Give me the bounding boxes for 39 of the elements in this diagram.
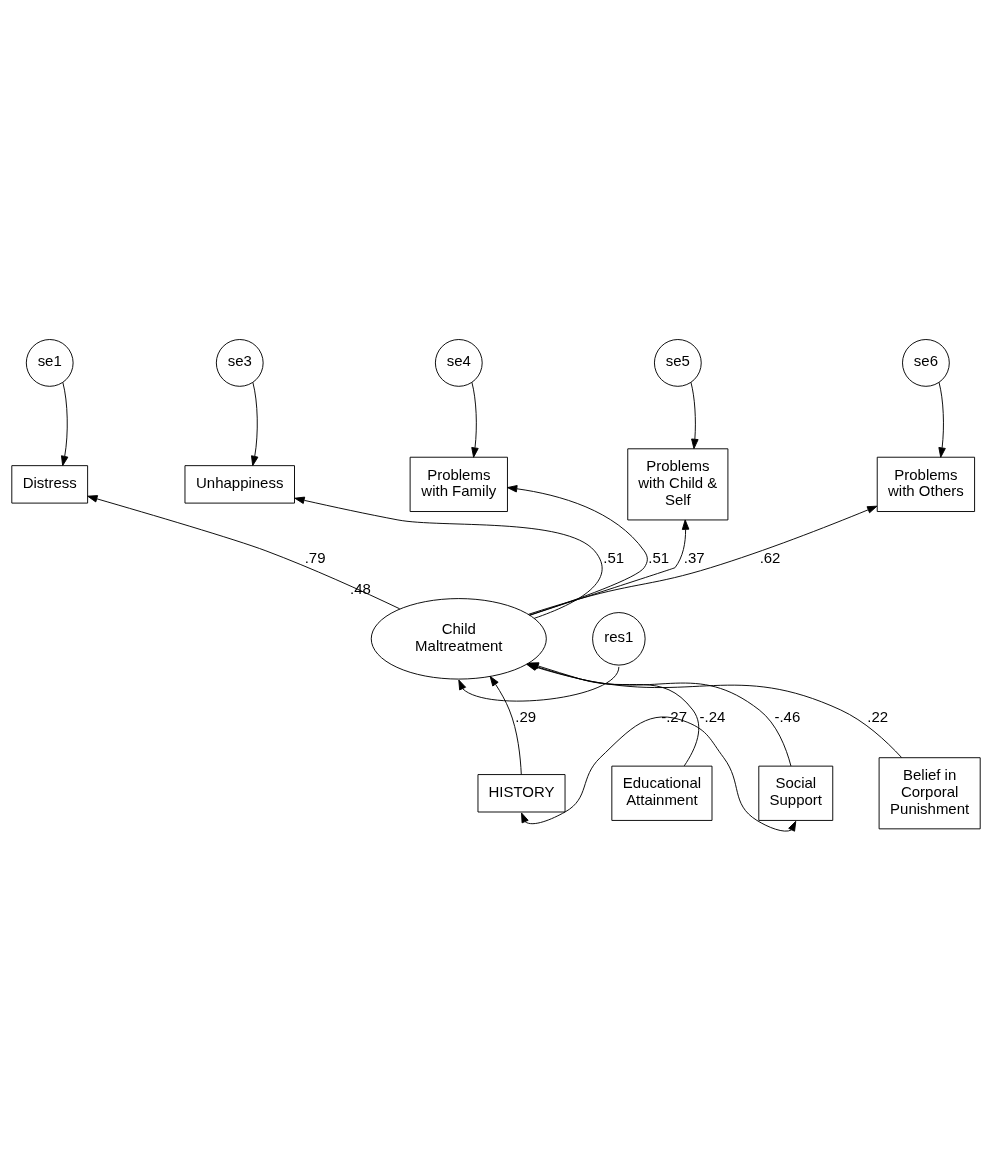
arrow: [61, 381, 69, 467]
node-box: HISTORY: [477, 774, 566, 813]
arrow: [87, 495, 401, 610]
arrow: [527, 505, 878, 615]
node-circle: res1: [592, 612, 646, 666]
node-box: Problems with Others: [876, 456, 976, 512]
edge-label: .62: [759, 548, 781, 566]
node-box: Belief in Corporal Punishment: [878, 757, 981, 830]
edge-label: .51: [648, 548, 670, 566]
edge-label: -.24: [699, 707, 726, 725]
node-box: Problems with Family: [409, 456, 508, 512]
edge-label: -.27: [661, 707, 687, 725]
edge-label: .37: [683, 548, 705, 566]
node-circle: se3: [215, 339, 264, 387]
node-circle: se4: [434, 339, 483, 387]
arrow: [507, 485, 648, 616]
arrow: [458, 666, 620, 702]
arrow: [938, 381, 946, 458]
node-circle: se6: [902, 339, 950, 387]
node-ellipse: Child Maltreatment: [370, 598, 547, 680]
edge-label: .22: [867, 707, 889, 725]
arrow: [529, 519, 690, 616]
edge-label: -.46: [774, 707, 801, 725]
arrow: [489, 675, 522, 775]
node-circle: se5: [653, 339, 702, 387]
node-box: Unhappiness: [184, 465, 295, 504]
arrow: [471, 381, 479, 458]
arrow: [251, 381, 259, 467]
edge-label: .79: [304, 548, 326, 566]
arrow: [521, 716, 797, 832]
edge-label: .29: [515, 707, 537, 725]
arrow: [294, 496, 603, 619]
node-box: Educational Attainment: [611, 765, 713, 821]
arrow: [690, 381, 699, 450]
node-circle: se1: [25, 339, 74, 387]
node-box: Problems with Child & Self: [627, 448, 729, 521]
node-box: Social Support: [758, 765, 834, 821]
edge-label: .51: [603, 548, 625, 566]
node-box: Distress: [11, 465, 89, 504]
